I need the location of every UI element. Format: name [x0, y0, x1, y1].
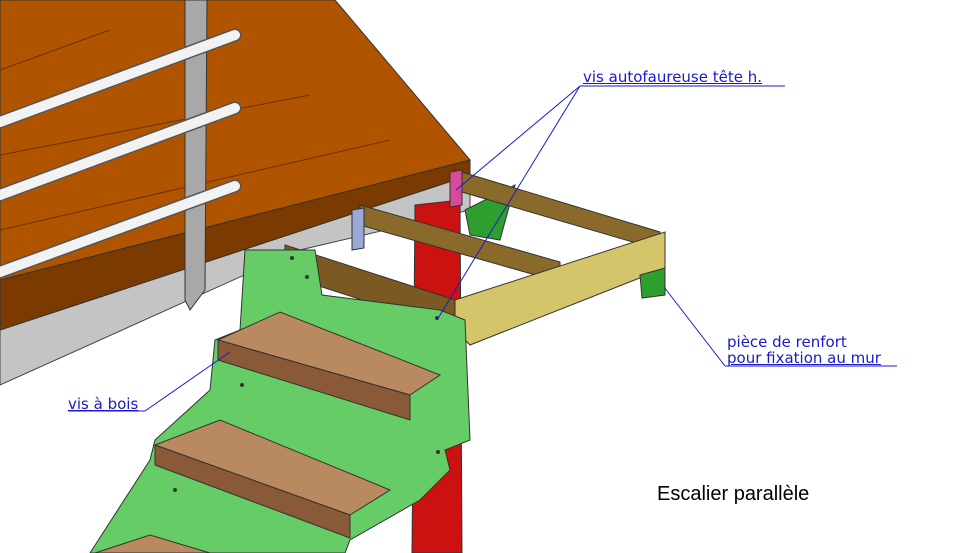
label-reinforcement-line1: pièce de renfort	[727, 333, 847, 351]
drawing-title: Escalier parallèle	[657, 483, 810, 505]
stair-tread-1-edge	[217, 339, 411, 421]
label-wood-screw: vis à bois	[68, 395, 139, 413]
stair-tread-2-edge	[154, 444, 351, 539]
deck-surface	[0, 0, 471, 281]
railing-post	[184, 0, 208, 311]
blue-bracket	[351, 207, 365, 251]
label-reinforcement-line2: pour fixation au mur	[727, 349, 881, 367]
pink-bracket	[449, 169, 463, 208]
leader-lines	[68, 85, 897, 412]
stair-tread-3	[94, 534, 211, 553]
stair-stringer	[89, 249, 471, 553]
label-self-tapping-screw: vis autofaureuse tête h.	[583, 68, 763, 86]
wall-fixing-plate	[639, 267, 666, 299]
